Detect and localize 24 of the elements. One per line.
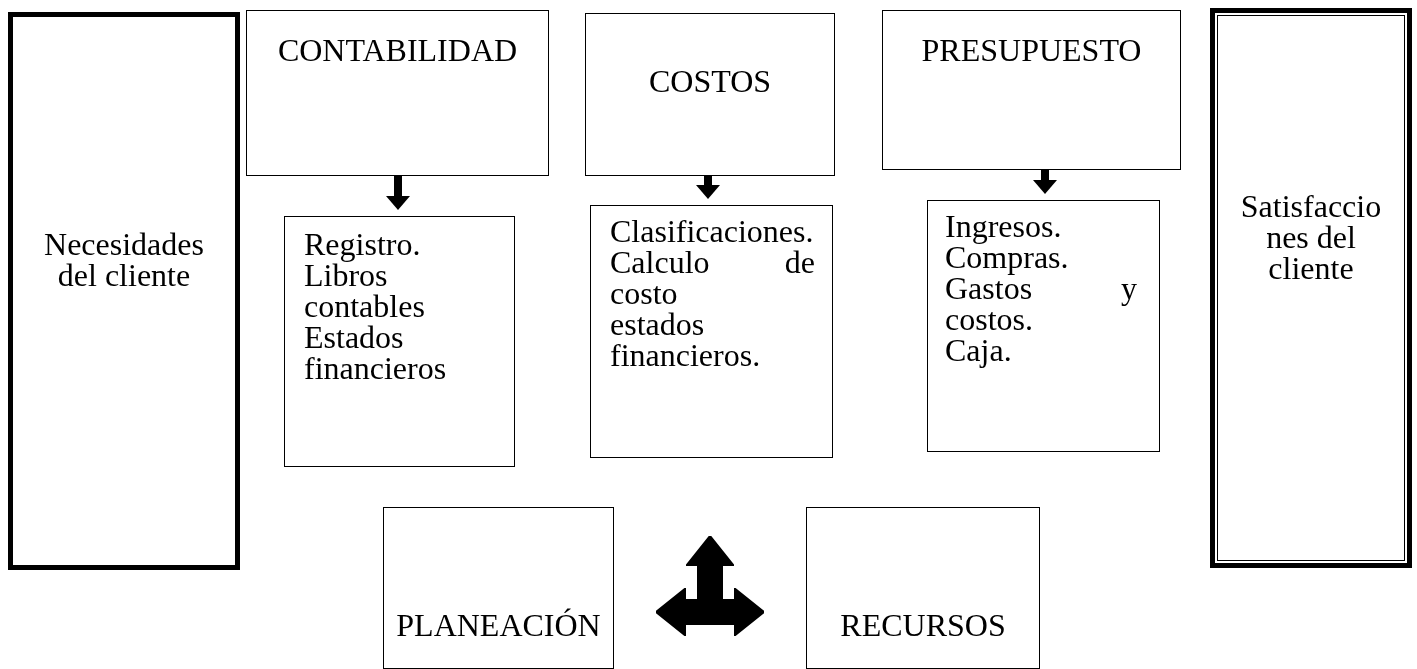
list-item: Caja.	[945, 335, 1013, 366]
process-box	[383, 507, 614, 669]
process-box	[1210, 8, 1412, 568]
list-item: Ingresos.	[945, 211, 1063, 242]
process-box	[590, 205, 833, 458]
process-box	[284, 216, 515, 467]
box-label: RECURSOS	[839, 610, 1007, 641]
process-box	[8, 12, 240, 570]
process-box	[882, 10, 1181, 170]
box-label: Satisfacciones del cliente	[1239, 191, 1383, 284]
box-label: Necesidades del cliente	[43, 229, 205, 291]
box-label: COSTOS	[647, 66, 773, 97]
box-label: CONTABILIDAD	[276, 35, 519, 66]
list-item: Estados financieros	[304, 322, 448, 384]
box-label: PRESUPUESTO	[920, 35, 1143, 66]
list-item: Clasificaciones.	[610, 216, 815, 247]
process-box	[246, 10, 549, 176]
process-box	[806, 507, 1040, 669]
double-headed-arrow	[655, 587, 765, 637]
process-box	[585, 13, 835, 176]
list-item: Registro.	[304, 229, 422, 260]
list-item: estados financieros.	[610, 309, 762, 371]
box-label: PLANEACIÓN	[395, 610, 602, 641]
process-box	[927, 200, 1160, 452]
